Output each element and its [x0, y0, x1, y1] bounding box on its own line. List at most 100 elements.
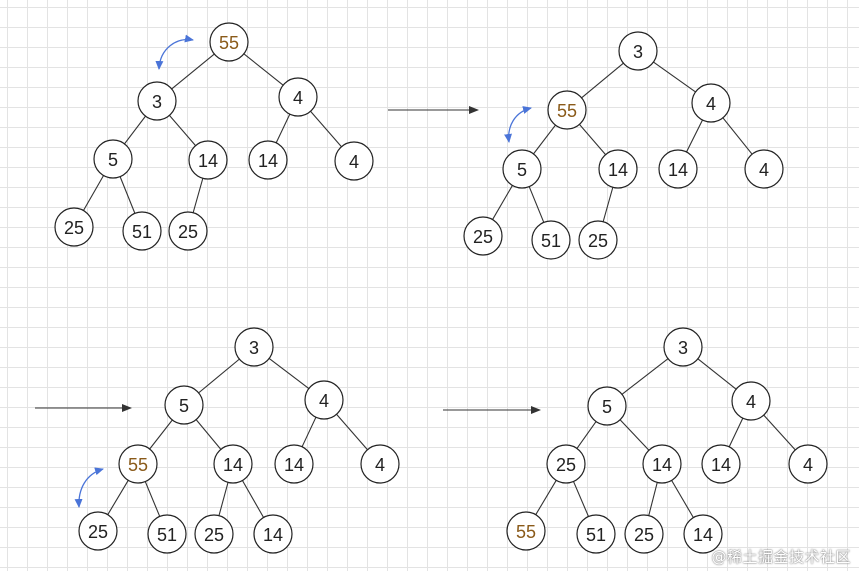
- node-circle: [304, 380, 344, 420]
- tree-2-edge-3-7: [492, 185, 513, 220]
- tree-2-edge-4-9: [602, 187, 614, 222]
- tree-3-edge-2-6: [336, 413, 368, 451]
- node-circle: [618, 31, 658, 71]
- node-circle: [663, 327, 703, 367]
- tree-1-edge-1-4: [169, 115, 196, 146]
- tree-4-edge-4-10: [671, 480, 694, 518]
- tree-1-edge-3-7: [82, 175, 105, 211]
- node-circle: [683, 514, 723, 554]
- node-label: 5: [179, 396, 189, 416]
- tree-4-edge-4-9: [648, 482, 658, 516]
- tree-1-edge-2-5: [275, 113, 291, 144]
- tree-3-swap-arrow: [74, 467, 104, 508]
- node-label: 51: [541, 231, 561, 251]
- tree-1-node-9: 25: [168, 211, 208, 251]
- node-label: 55: [219, 33, 239, 53]
- node-label: 14: [263, 525, 283, 545]
- tree-3-node-5: 14: [274, 444, 314, 484]
- tree-2-node-3: 5: [502, 149, 542, 189]
- node-label: 55: [516, 522, 536, 542]
- tree-1-node-3: 5: [93, 139, 133, 179]
- tree-4-node-3: 25: [546, 444, 586, 484]
- tree-3-node-6: 4: [360, 444, 400, 484]
- tree-1-node-5: 14: [248, 140, 288, 180]
- node-circle: [642, 444, 682, 484]
- node-label: 5: [602, 397, 612, 417]
- node-label: 14: [693, 525, 713, 545]
- tree-4-node-9: 25: [624, 514, 664, 554]
- tree-2-node-5: 14: [658, 149, 698, 189]
- tree-2-node-4: 14: [598, 149, 638, 189]
- node-label: 14: [284, 455, 304, 475]
- tree-1-node-4: 14: [188, 140, 228, 180]
- node-label: 14: [198, 151, 218, 171]
- node-circle: [274, 444, 314, 484]
- tree-4-edge-3-7: [535, 480, 557, 515]
- tree-1-edge-3-8: [119, 176, 136, 214]
- node-label: 4: [349, 152, 359, 172]
- node-label: 25: [556, 455, 576, 475]
- node-label: 5: [517, 160, 527, 180]
- tree-3-node-0: 3: [234, 327, 274, 367]
- node-label: 3: [678, 338, 688, 358]
- node-circle: [506, 511, 546, 551]
- tree-3-edge-4-10: [241, 480, 265, 518]
- tree-4-node-1: 5: [587, 386, 627, 426]
- node-circle: [546, 444, 586, 484]
- node-circle: [147, 514, 187, 554]
- node-circle: [598, 149, 638, 189]
- node-circle: [547, 90, 587, 130]
- node-circle: [168, 211, 208, 251]
- node-circle: [360, 444, 400, 484]
- node-circle: [691, 83, 731, 123]
- tree-2-edge-2-6: [722, 117, 753, 155]
- tree-3-edge-2-5: [301, 416, 317, 448]
- node-label: 4: [375, 455, 385, 475]
- tree-3-node-9: 25: [194, 514, 234, 554]
- node-circle: [78, 511, 118, 551]
- tree-1-edge-0-2: [243, 53, 284, 86]
- node-label: 14: [258, 151, 278, 171]
- node-label: 51: [586, 525, 606, 545]
- node-circle: [463, 216, 503, 256]
- node-circle: [788, 444, 828, 484]
- node-circle: [188, 140, 228, 180]
- tree-2-node-8: 51: [531, 220, 571, 260]
- node-circle: [137, 81, 177, 121]
- tree-3-node-10: 14: [253, 514, 293, 554]
- tree-4-edge-0-2: [697, 358, 737, 390]
- tree-3-edge-4-9: [218, 482, 229, 516]
- node-label: 25: [473, 227, 493, 247]
- tree-1-swap-arrow: [155, 34, 194, 70]
- node-circle: [93, 139, 133, 179]
- tree-1-node-8: 51: [122, 211, 162, 251]
- node-circle: [701, 444, 741, 484]
- node-label: 14: [711, 455, 731, 475]
- tree-4-node-5: 14: [701, 444, 741, 484]
- watermark: @稀土掘金技术社区: [711, 548, 851, 566]
- node-label: 3: [152, 92, 162, 112]
- tree-2-edge-0-1: [581, 62, 624, 99]
- tree-4-edge-3-8: [572, 481, 590, 517]
- node-label: 5: [108, 150, 118, 170]
- node-label: 4: [706, 94, 716, 114]
- node-circle: [54, 207, 94, 247]
- node-label: 25: [204, 525, 224, 545]
- tree-1-edge-1-3: [124, 115, 146, 145]
- node-circle: [578, 220, 618, 260]
- node-label: 25: [634, 525, 654, 545]
- tree-2-edge-1-4: [579, 124, 606, 155]
- tree-3-node-4: 14: [213, 444, 253, 484]
- tree-4-node-0: 3: [663, 327, 703, 367]
- node-circle: [248, 140, 288, 180]
- node-label: 4: [803, 455, 813, 475]
- node-label: 25: [88, 522, 108, 542]
- tree-1-node-1: 3: [137, 81, 177, 121]
- node-label: 55: [128, 455, 148, 475]
- tree-3-node-3: 55: [118, 444, 158, 484]
